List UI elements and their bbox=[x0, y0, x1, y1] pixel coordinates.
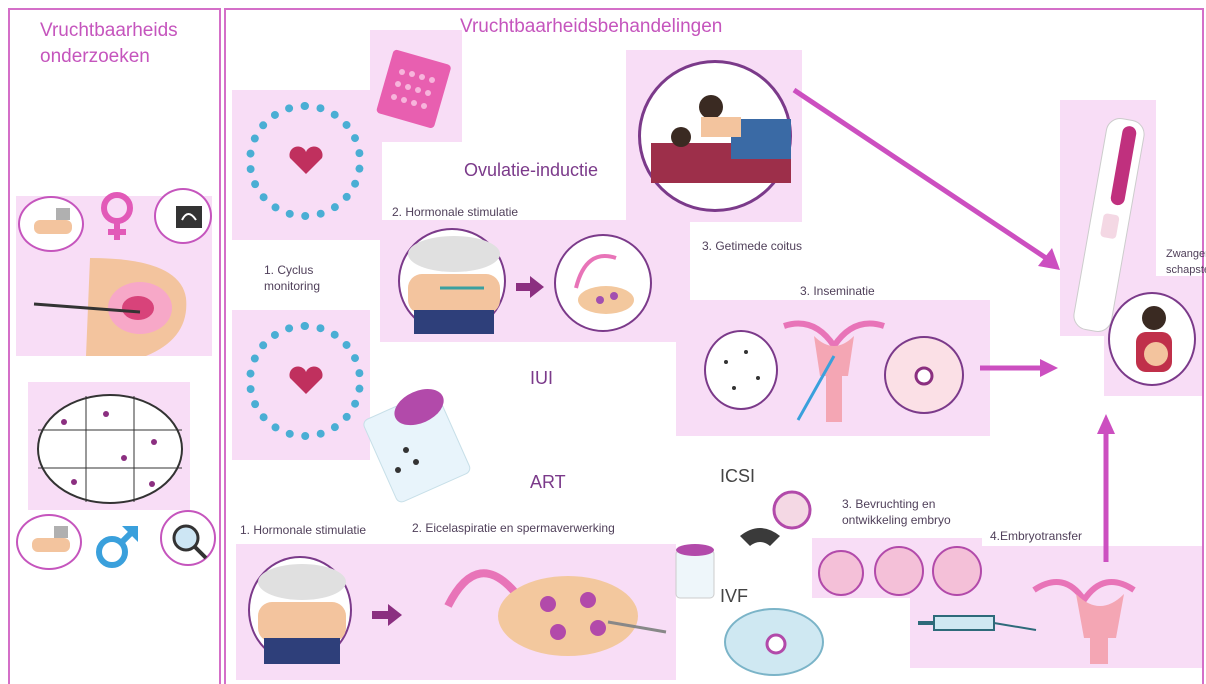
pregnant-woman-icon bbox=[1108, 292, 1196, 386]
couple-bed-icon bbox=[638, 60, 792, 212]
art-step2-label: 2. Eicelaspiratie en spermaverwerking bbox=[412, 520, 615, 536]
art-arrow-icon bbox=[372, 604, 402, 626]
art-step1-label: 1. Hormonale stimulatie bbox=[240, 522, 366, 538]
main-panel-border-left bbox=[224, 8, 226, 684]
embryo-icon-1 bbox=[818, 550, 864, 596]
arrow-icon bbox=[516, 276, 544, 298]
art-step4-label: 4.Embryotransfer bbox=[990, 528, 1082, 544]
icsi-icon bbox=[730, 490, 806, 570]
injection-icon bbox=[398, 228, 506, 334]
blood-test-icon bbox=[18, 196, 84, 252]
ovulation-step1-label: 1. Cyclus monitoring bbox=[264, 262, 354, 294]
left-panel-title: Vruchtbaarheids onderzoeken bbox=[40, 18, 210, 70]
arrow-coitus-to-test bbox=[790, 86, 1070, 276]
semen-analysis-icon bbox=[34, 392, 186, 506]
main-panel-border-right bbox=[1202, 8, 1204, 684]
ovulation-step3-label: 3. Getimede coitus bbox=[702, 238, 802, 254]
uterus-icon bbox=[764, 296, 904, 436]
arrow-iui-to-test bbox=[980, 358, 1060, 378]
art-title: ART bbox=[530, 472, 566, 493]
magnifier-icon bbox=[160, 510, 216, 566]
sperm-sample-icon bbox=[704, 330, 778, 410]
art-injection-icon bbox=[248, 556, 352, 664]
sperm-cup-icon bbox=[354, 380, 474, 500]
ovary-aspiration-icon bbox=[448, 566, 668, 666]
male-blood-test-icon bbox=[16, 514, 82, 570]
petri-dish-icon bbox=[724, 608, 824, 676]
laparoscopy-icon bbox=[30, 248, 190, 358]
male-symbol-icon bbox=[92, 522, 140, 572]
pregnancy-test-label: Zwanger schapstest bbox=[1166, 246, 1206, 278]
art-step3-label: 3. Bevruchting en ontwikkeling embryo bbox=[842, 496, 982, 528]
main-panel-border-top bbox=[224, 8, 1204, 10]
ovulation-step2-label: 2. Hormonale stimulatie bbox=[392, 204, 518, 220]
ultrasound-icon bbox=[154, 188, 212, 244]
art-sperm-cup-icon bbox=[670, 540, 720, 600]
main-panel-title: Vruchtbaarheidsbehandelingen bbox=[460, 16, 722, 38]
ivf-label: IVF bbox=[720, 586, 748, 607]
egg-sperm-icon bbox=[884, 336, 964, 414]
female-symbol-icon bbox=[94, 190, 140, 242]
icsi-label: ICSI bbox=[720, 466, 755, 487]
arrow-art-to-test bbox=[1096, 414, 1116, 564]
iui-title: IUI bbox=[530, 368, 553, 389]
syringe-icon bbox=[918, 606, 1038, 646]
embryo-icon-2 bbox=[874, 546, 924, 596]
heart-icon-2 bbox=[286, 366, 326, 396]
transfer-uterus-icon bbox=[1024, 560, 1174, 670]
pill-pack-icon bbox=[376, 50, 456, 130]
heart-icon bbox=[286, 146, 326, 176]
left-panel-border bbox=[8, 8, 10, 684]
ovulation-title: Ovulatie-inductie bbox=[464, 160, 598, 181]
ovary-icon bbox=[554, 234, 652, 332]
left-panel-border-right bbox=[219, 8, 221, 684]
left-panel-border-top bbox=[8, 8, 221, 10]
embryo-icon-3 bbox=[932, 546, 982, 596]
